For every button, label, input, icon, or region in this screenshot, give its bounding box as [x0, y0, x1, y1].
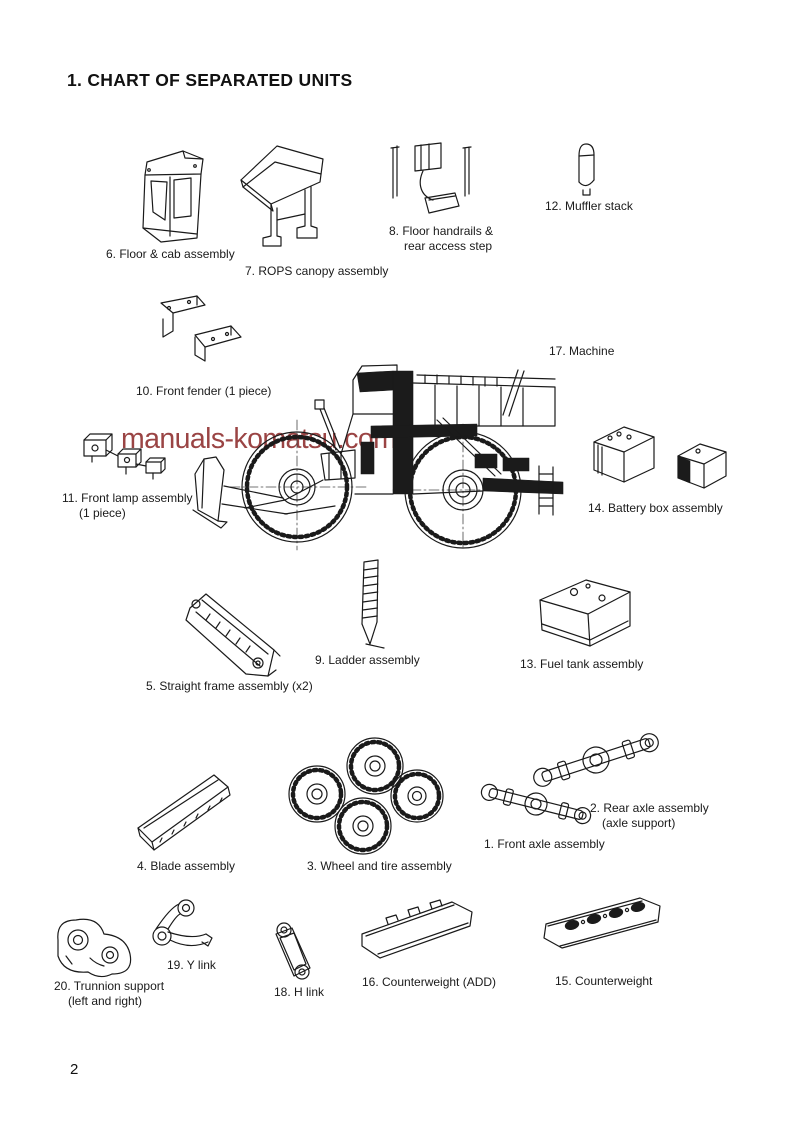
watermark-text: manuals-komatsu.com	[121, 423, 397, 455]
machine-drawing	[192, 364, 564, 551]
caption-battery-box: 14. Battery box assembly	[588, 501, 723, 516]
caption-line: 1. Front axle assembly	[484, 837, 605, 851]
battery-box-assembly-drawing	[593, 426, 727, 489]
caption-line: (1 piece)	[79, 506, 126, 520]
page-number: 2	[70, 1061, 79, 1078]
caption-rops-canopy: 7. ROPS canopy assembly	[245, 264, 388, 279]
caption-line: rear access step	[404, 239, 493, 253]
caption-line: 11. Front lamp assembly	[62, 491, 193, 505]
caption-wheel-and-tire: 3. Wheel and tire assembly	[307, 859, 452, 874]
caption-muffler-stack: 12. Muffler stack	[545, 199, 633, 214]
muffler-stack-drawing	[578, 143, 595, 196]
fuel-tank-assembly-drawing	[539, 579, 631, 647]
caption-line: 19. Y link	[167, 958, 216, 972]
caption-line: 4. Blade assembly	[137, 859, 236, 873]
caption-h-link: 18. H link	[274, 985, 324, 1000]
caption-line: 13. Fuel tank assembly	[520, 657, 644, 671]
caption-counterweight-add: 16. Counterweight (ADD)	[362, 975, 496, 990]
straight-frame-assembly-drawing	[185, 593, 281, 677]
y-link-drawing	[152, 899, 213, 947]
caption-line: 20. Trunnion support	[54, 979, 165, 993]
caption-line: 3. Wheel and tire assembly	[307, 859, 452, 873]
caption-counterweight: 15. Counterweight	[555, 974, 652, 989]
axle-assemblies-drawing	[480, 733, 659, 825]
floor-handrails-drawing	[390, 142, 472, 214]
wheel-and-tire-assembly-drawing	[288, 737, 444, 855]
caption-line: 12. Muffler stack	[545, 199, 633, 213]
caption-rear-axle: 2. Rear axle assembly(axle support)	[590, 801, 709, 831]
caption-line: 6. Floor & cab assembly	[106, 247, 235, 261]
floor-cab-assembly-drawing	[142, 150, 204, 243]
blade-assembly-drawing	[137, 774, 231, 851]
caption-machine: 17. Machine	[549, 344, 614, 359]
caption-straight-frame: 5. Straight frame assembly (x2)	[146, 679, 313, 694]
caption-ladder-assembly: 9. Ladder assembly	[315, 653, 420, 668]
caption-line: 7. ROPS canopy assembly	[245, 264, 389, 278]
caption-line: 14. Battery box assembly	[588, 501, 723, 515]
caption-line: (axle support)	[602, 816, 676, 830]
caption-floor-handrails: 8. Floor handrails &rear access step	[389, 224, 493, 254]
caption-front-fender: 10. Front fender (1 piece)	[136, 384, 271, 399]
rops-canopy-assembly-drawing	[240, 145, 324, 247]
caption-line: (left and right)	[68, 994, 143, 1008]
caption-floor-cab-assembly: 6. Floor & cab assembly	[106, 247, 235, 262]
trunnion-support-drawing	[57, 918, 132, 978]
front-fender-drawing	[160, 295, 242, 362]
caption-line: 9. Ladder assembly	[315, 653, 420, 667]
caption-front-axle: 1. Front axle assembly	[484, 837, 605, 852]
counterweight-drawing	[543, 897, 661, 949]
caption-line: 18. H link	[274, 985, 325, 999]
caption-line: 8. Floor handrails &	[389, 224, 494, 238]
page-title: 1. CHART OF SEPARATED UNITS	[67, 70, 353, 90]
front-lamp-assembly-drawing	[83, 433, 166, 480]
h-link-drawing	[275, 922, 311, 980]
caption-fuel-tank: 13. Fuel tank assembly	[520, 657, 643, 672]
caption-line: 10. Front fender (1 piece)	[136, 384, 272, 398]
caption-line: 17. Machine	[549, 344, 615, 358]
caption-line: 5. Straight frame assembly (x2)	[146, 679, 313, 693]
rear-axle-assembly-drawing	[533, 733, 659, 787]
caption-trunnion-support: 20. Trunnion support(left and right)	[54, 979, 164, 1009]
caption-blade-assembly: 4. Blade assembly	[137, 859, 235, 874]
caption-front-lamp-assembly: 11. Front lamp assembly(1 piece)	[62, 491, 193, 521]
counterweight-add-drawing	[361, 899, 473, 959]
caption-line: 15. Counterweight	[555, 974, 653, 988]
caption-line: 2. Rear axle assembly	[590, 801, 709, 815]
caption-line: 16. Counterweight (ADD)	[362, 975, 497, 989]
ladder-assembly-drawing	[361, 559, 385, 649]
caption-y-link: 19. Y link	[167, 958, 216, 973]
front-axle-assembly-drawing	[480, 783, 592, 825]
